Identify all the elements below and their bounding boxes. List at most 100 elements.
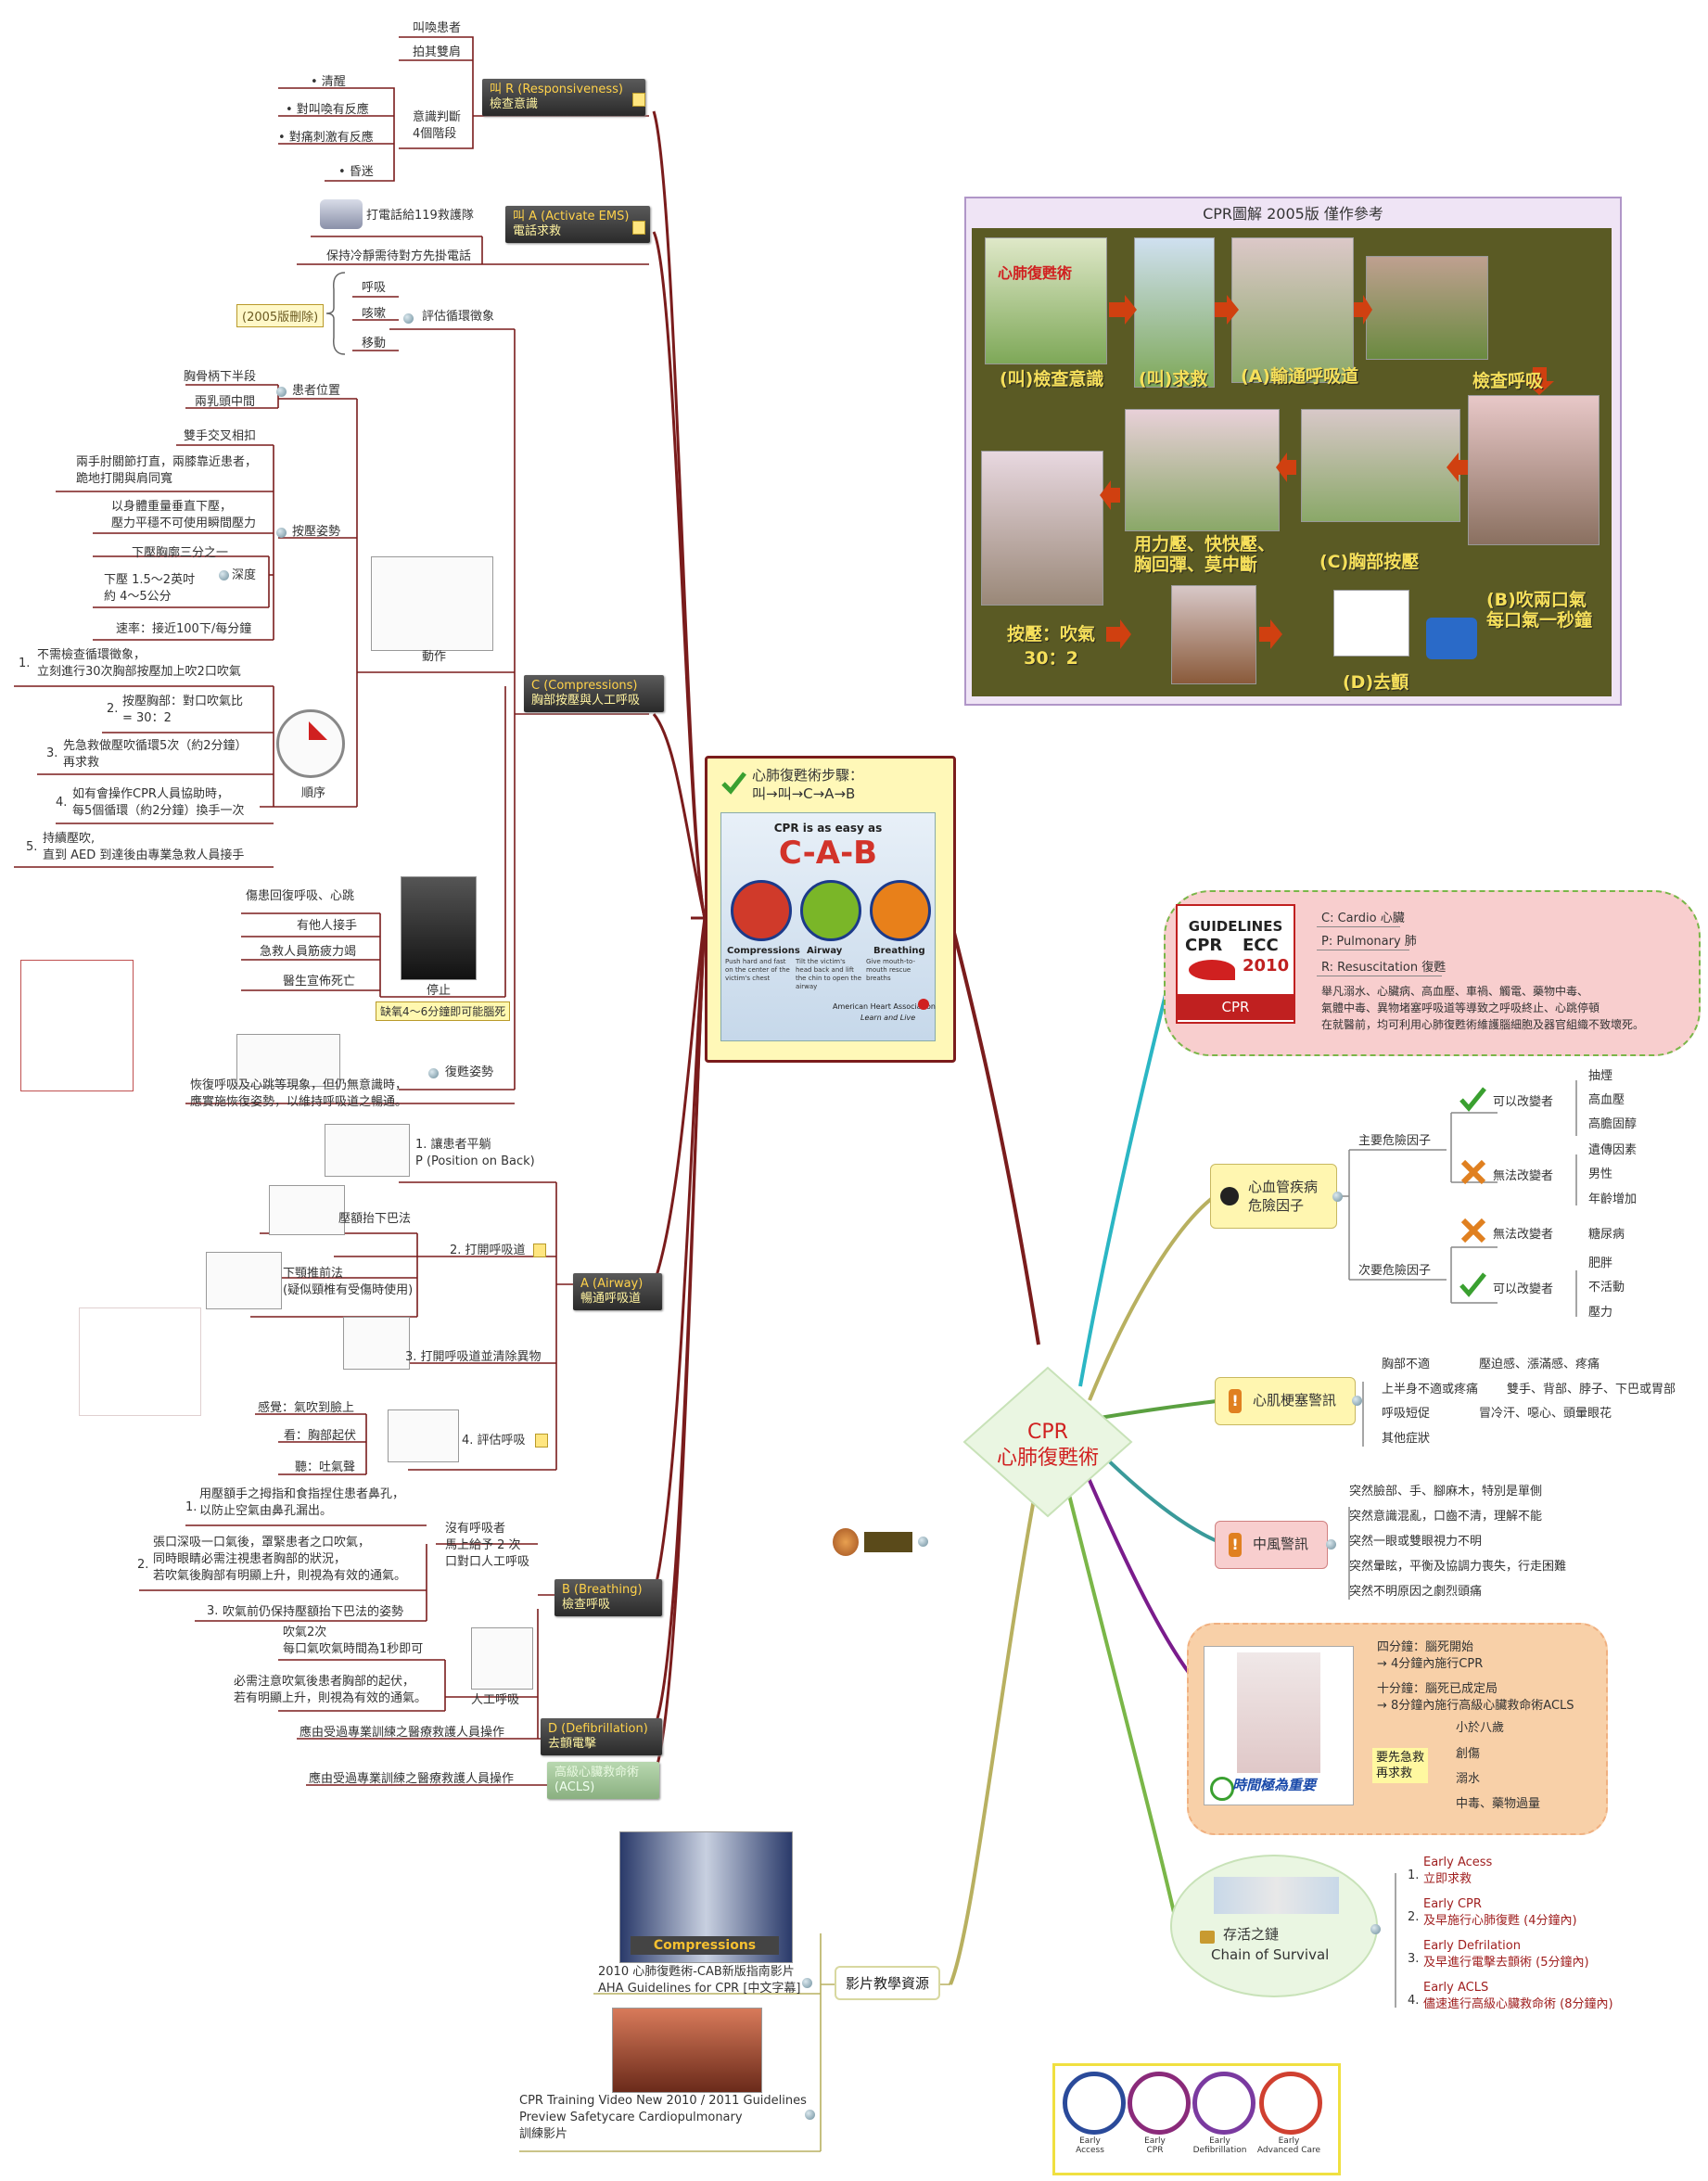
center-title: CPR xyxy=(1027,1421,1068,1444)
collapse-toggle[interactable] xyxy=(918,1537,928,1547)
breath-seal: 張口深吸一口氣後，罩緊患者之口吹氣， 同時眼睛必需注視患者胸部的狀況， 若吹氣後… xyxy=(153,1536,407,1583)
rescue-breath-sketch xyxy=(471,1627,533,1690)
assess-feel: 感覺：氣吹到臉上 xyxy=(258,1401,355,1415)
acls-node[interactable]: 高級心臟救命術 (ACLS) xyxy=(547,1762,659,1799)
collapse-toggle[interactable] xyxy=(1352,1396,1362,1406)
first-under-eight: 小於八歲 xyxy=(1456,1721,1505,1735)
chain-title: 存活之鏈 xyxy=(1223,1926,1280,1943)
collapse-toggle[interactable] xyxy=(276,528,287,538)
note-icon[interactable] xyxy=(535,1434,548,1448)
activate-ems-node[interactable]: 叫 A (Activate EMS) 電話求救 xyxy=(505,206,650,243)
chain-early-cpr: Early CPR 及早施行心肺復甦 (4分鐘內) xyxy=(1423,1897,1577,1928)
guidelines-logo[interactable]: GUIDELINES CPR ECC 2010 CPR xyxy=(1176,904,1295,1024)
airway-node[interactable]: A (Airway) 暢通呼吸道 xyxy=(573,1273,662,1310)
stroke-title: 中風警訊 xyxy=(1253,1536,1309,1552)
assess-circulation: 評估循環徵象 xyxy=(422,310,495,324)
r-level-3: • 對痛刺激有反應 xyxy=(278,131,374,145)
breath-keep-tilt: 吹氣前仍保持壓額抬下巴法的姿勢 xyxy=(223,1605,404,1619)
center-topic[interactable]: CPR 心肺復甦術 xyxy=(960,1363,1136,1521)
compression-sketch xyxy=(371,556,493,651)
cab-steps-box[interactable]: 心肺復甦術步驟： 叫→叫→C→A→B CPR is as easy as C-A… xyxy=(705,756,956,1063)
order-num-4: 4. xyxy=(56,796,68,810)
mi-breath-detail: 冒冷汗、噁心、頭暈眼花 xyxy=(1479,1407,1612,1421)
mi-warning-node[interactable]: ! 心肌梗塞警訊 xyxy=(1215,1377,1356,1425)
collapse-toggle[interactable] xyxy=(276,387,287,397)
circ-breathing: 呼吸 xyxy=(362,281,387,295)
video-thumbnail-2[interactable] xyxy=(612,2008,762,2093)
x-mark-icon xyxy=(1460,1218,1486,1244)
collapse-toggle[interactable] xyxy=(403,313,414,324)
r-responsiveness-node[interactable]: 叫 R (Responsiveness) 檢查意識 xyxy=(482,79,645,116)
recovery-text: 恢復呼吸及心跳等現象，但仍無意識時， 應實施恢復姿勢，以維持呼吸道之暢通。 xyxy=(190,1078,408,1109)
r-call-patient: 叫喚患者 xyxy=(413,21,462,35)
poster-label-airway: Airway xyxy=(807,946,843,956)
video-node[interactable]: 影片教學資源 xyxy=(835,1966,941,2000)
note-icon[interactable] xyxy=(533,1244,546,1257)
assess-sketch xyxy=(388,1409,459,1462)
cardio-risk-node[interactable]: 心血管疾病 危險因子 xyxy=(1210,1164,1337,1229)
stop-photo xyxy=(401,876,477,980)
jaw-thrust-sketch xyxy=(206,1252,282,1309)
lock-icon xyxy=(1200,1931,1215,1944)
breathing-node[interactable]: B (Breathing) 檢查呼吸 xyxy=(554,1579,662,1616)
breath-num-3: 3. xyxy=(207,1604,219,1618)
collapse-toggle[interactable] xyxy=(805,2110,815,2120)
note-icon[interactable] xyxy=(632,93,645,107)
step-photo-13 xyxy=(1125,409,1280,531)
chain-node[interactable]: 存活之鏈 Chain of Survival xyxy=(1170,1855,1378,1997)
video-item-2[interactable]: CPR Training Video New 2010 / 2011 Guide… xyxy=(519,2094,807,2141)
poster-desc-airway: Tilt the victim's head back and lift the… xyxy=(796,958,862,990)
shock-heart-icon xyxy=(1192,2072,1256,2135)
exclamation-icon: ! xyxy=(1229,1389,1242,1413)
poster-label-compressions: Compressions xyxy=(727,946,800,956)
book-title: 心肺復甦術 xyxy=(998,264,1073,282)
risk-age: 年齡增加 xyxy=(1588,1193,1638,1206)
caption-call-help: (叫)求救 xyxy=(1139,369,1208,389)
hands-heart-icon xyxy=(1128,2072,1191,2135)
defibrillation-node[interactable]: D (Defibrillation) 去顫電擊 xyxy=(541,1718,662,1755)
breathing-header-sub: 檢查呼吸 xyxy=(562,1598,611,1612)
stroke-dizzy: 突然暈眩，平衡及協調力喪失，行走困難 xyxy=(1349,1560,1567,1574)
airway-circle-icon xyxy=(800,880,861,941)
cpr-photo-panel: CPR圖解 2005版 僅作參考 心肺復甦術 xyxy=(964,197,1622,706)
aha-heart-icon xyxy=(918,999,929,1010)
collapse-toggle[interactable] xyxy=(1326,1539,1336,1550)
collapse-toggle[interactable] xyxy=(428,1068,439,1078)
recovery-position: 復甦姿勢 xyxy=(445,1065,494,1079)
time-node[interactable]: 時間極為重要 xyxy=(1204,1646,1354,1805)
minor-changeable: 可以改變者 xyxy=(1493,1282,1554,1296)
note-icon[interactable] xyxy=(632,221,645,235)
aed-device-icon xyxy=(1333,590,1409,657)
order-item-5: 持續壓吹, 直到 AED 到達後由專業急救人員接手 xyxy=(43,832,245,862)
collapse-toggle[interactable] xyxy=(802,1978,812,1988)
order-num-3: 3. xyxy=(46,746,58,760)
video-item-1[interactable]: 2010 心肺復甦術-CAB新版指南影片 AHA Guidelines for … xyxy=(598,1965,801,1996)
ems-call-119: 打電話給119救護隊 xyxy=(366,209,474,223)
defib-operator: 應由受過專業訓練之醫療救護人員操作 xyxy=(300,1726,505,1740)
compressions-node[interactable]: C (Compressions) 胸部按壓與人工呼吸 xyxy=(524,675,664,712)
no-breath-label: 沒有呼吸者 馬上給予 2 次 口對口人工呼吸 xyxy=(445,1522,530,1569)
posture-elbows: 兩手肘關節打直，兩膝靠近患者， 跪地打開與肩同寬 xyxy=(76,455,258,486)
breathing-circle-icon xyxy=(870,880,931,941)
bomb-icon xyxy=(1220,1187,1239,1205)
mi-upper-detail: 雙手、背部、脖子、下巴或胃部 xyxy=(1507,1383,1676,1397)
telephone-icon xyxy=(320,199,363,229)
breathing-header: B (Breathing) xyxy=(562,1583,643,1597)
collapse-toggle[interactable] xyxy=(1332,1192,1343,1202)
poster-top: CPR is as easy as xyxy=(773,822,883,835)
exclamation-icon: ! xyxy=(1229,1533,1242,1557)
risk-diabetes: 糖尿病 xyxy=(1588,1228,1625,1242)
chain-logo-label-4: Early Advanced Care xyxy=(1256,2136,1321,2155)
caption-open-airway: (A)輸通呼吸道 xyxy=(1241,366,1359,387)
r-levels-label: 意識判斷 4個階段 xyxy=(413,110,462,141)
stroke-warning-node[interactable]: ! 中風警訊 xyxy=(1215,1521,1328,1569)
chain-num-1: 1. xyxy=(1408,1869,1420,1882)
clear-airway-sketch xyxy=(343,1317,410,1370)
collapse-toggle[interactable] xyxy=(219,570,229,580)
risk-stress: 壓力 xyxy=(1588,1306,1613,1320)
r-level-2: • 對叫喚有反應 xyxy=(286,103,369,117)
mi-upper-body: 上半身不適或疼痛 xyxy=(1382,1383,1479,1397)
collapse-toggle[interactable] xyxy=(1370,1924,1381,1934)
r-level-1: • 清醒 xyxy=(311,75,346,89)
c-header-sub: 胸部按壓與人工呼吸 xyxy=(531,694,641,708)
